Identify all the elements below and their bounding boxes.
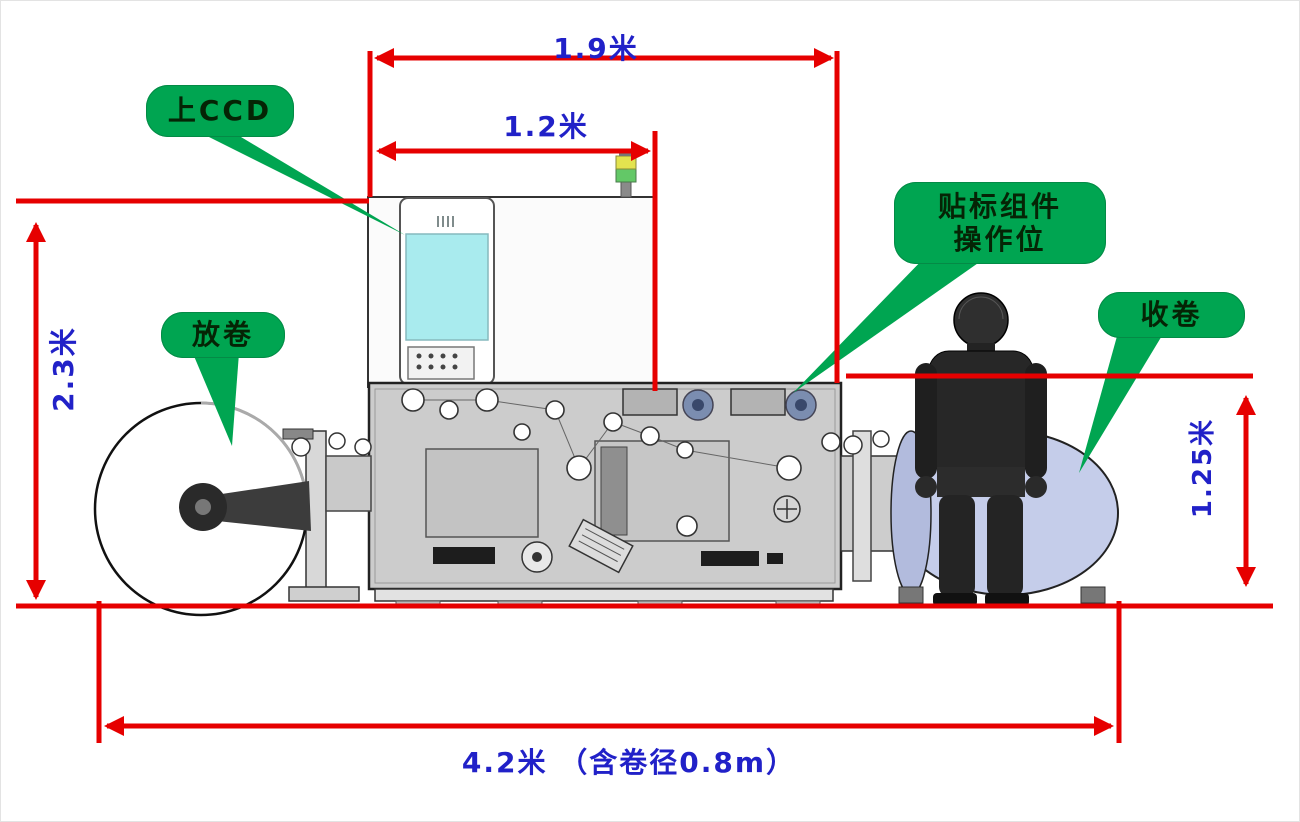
callout-labeling-line2: 操作位	[953, 223, 1047, 256]
ccd-screen	[405, 233, 489, 341]
callout-upper-ccd-label: 上CCD	[167, 94, 273, 128]
pendant-keypad	[568, 518, 634, 574]
callout-pointers	[189, 127, 1163, 473]
upper-cabinet	[367, 196, 657, 388]
callout-labeling-line1: 贴标组件	[937, 189, 1062, 223]
pointer-unwind	[191, 349, 239, 446]
callout-labeling-station: 贴标组件 操作位	[894, 182, 1106, 264]
callout-rewind: 收卷	[1098, 292, 1245, 338]
unwind-assembly	[93, 401, 372, 617]
control-panel	[407, 346, 475, 380]
callout-upper-ccd: 上CCD	[146, 85, 294, 137]
machine-body	[367, 381, 843, 609]
callout-rewind-label: 收卷	[1140, 298, 1203, 332]
callout-unwind: 放卷	[161, 312, 285, 358]
rollers	[401, 388, 841, 537]
pointer-labeling-station	[793, 253, 981, 393]
operator-figure	[915, 292, 1047, 606]
dimension-left-height-label: 2.3米	[47, 326, 80, 412]
dimension-lines	[16, 48, 1273, 743]
vent-slots	[437, 216, 454, 227]
dimension-upper-width-label: 1.2米	[503, 110, 589, 143]
dimension-right-height-label: 1.25米	[1188, 417, 1218, 519]
panel-buttons	[416, 353, 458, 370]
pointer-upper-ccd	[189, 127, 405, 235]
dimension-bottom-width-label: 4.2米 （含卷径0.8m）	[461, 746, 797, 779]
dimension-top-width-label: 1.9米	[553, 32, 639, 65]
machine-drawing	[93, 151, 1119, 617]
label-head-left	[622, 388, 678, 416]
pointer-rewind	[1079, 329, 1163, 473]
signal-tower-light	[615, 151, 637, 198]
label-head-right	[730, 388, 786, 416]
callout-unwind-label: 放卷	[191, 318, 254, 352]
